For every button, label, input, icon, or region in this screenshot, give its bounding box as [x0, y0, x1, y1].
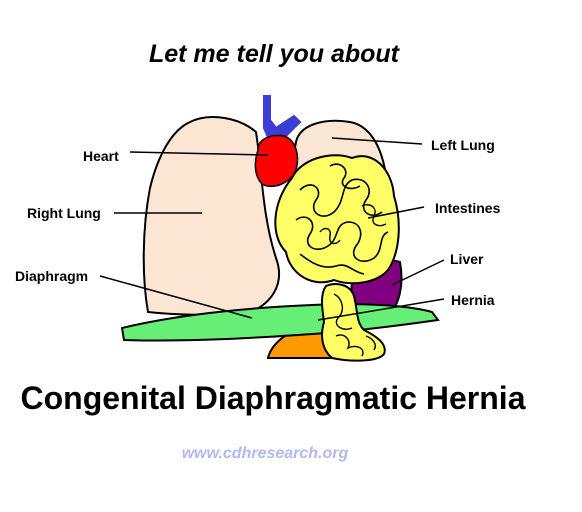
liver-label: Liver: [450, 251, 484, 267]
heart-label: Heart: [83, 148, 119, 164]
intestines-label: Intestines: [435, 200, 501, 216]
page-title: Congenital Diaphragmatic Hernia: [20, 380, 526, 416]
tagline: Let me tell you about: [148, 40, 400, 68]
right-lung-label: Right Lung: [27, 205, 101, 221]
intestines-leader: [367, 206, 425, 219]
liver-leader: [391, 259, 445, 286]
hernia-label: Hernia: [451, 292, 495, 308]
diaphragm-label: Diaphragm: [15, 268, 88, 284]
website-link[interactable]: www.cdhresearch.org: [181, 445, 349, 462]
diaphragm-leader: [99, 275, 253, 319]
intestines-shape: [274, 154, 400, 285]
vessels-shape: [263, 95, 302, 143]
left-lung-label: Left Lung: [431, 137, 495, 153]
hernia-leader: [317, 298, 445, 321]
left-lung-leader: [331, 137, 423, 145]
heart-leader: [129, 151, 269, 156]
herniated-intestines-shape: [321, 283, 386, 362]
